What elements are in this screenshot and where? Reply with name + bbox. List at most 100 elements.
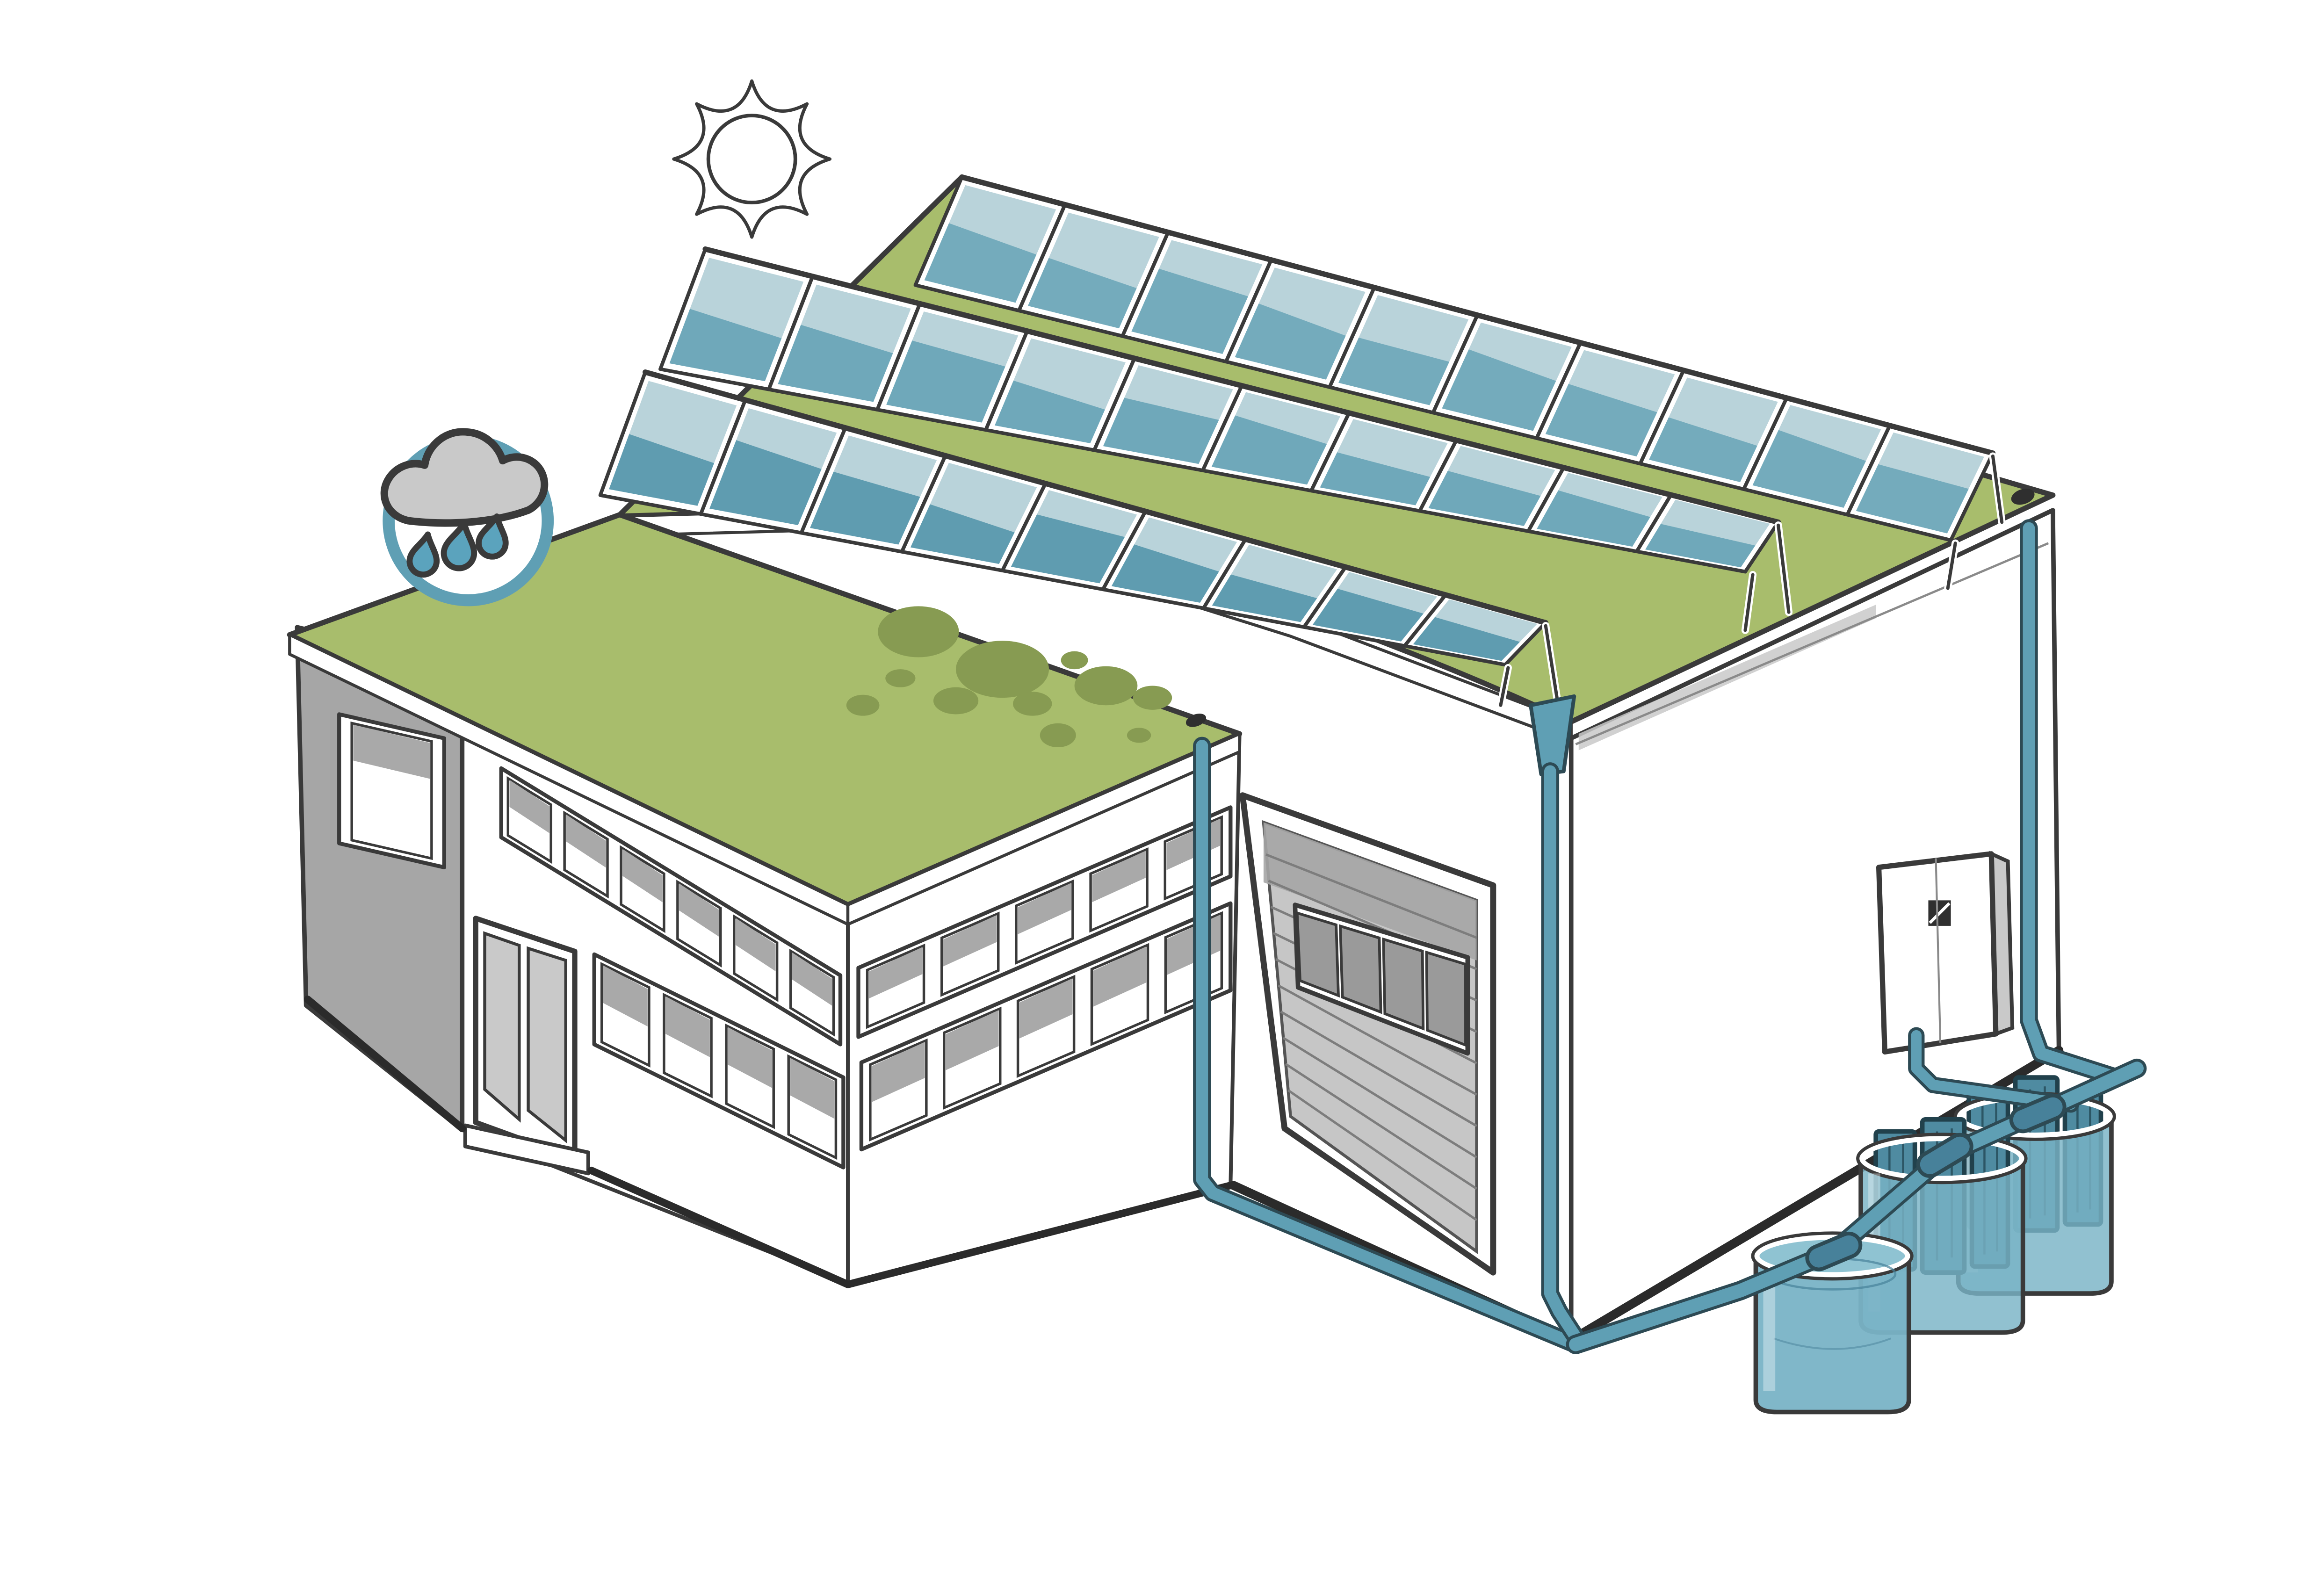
roof-shadow-sliver <box>1578 605 1876 751</box>
window-pane-shade <box>509 780 549 833</box>
moss-spot <box>1133 686 1172 710</box>
panel-glass-shade <box>1752 430 1866 508</box>
rain-cloud-icon <box>380 428 554 607</box>
window-pane-shade <box>945 1010 999 1070</box>
window-pane-shade <box>735 918 776 971</box>
office-downpipe <box>1196 739 1582 1351</box>
window-pane-shade <box>1092 851 1146 903</box>
panel-glass-shade <box>1856 464 1969 534</box>
moss-spot <box>1013 692 1052 716</box>
door-leaf-right <box>527 946 567 1144</box>
sun-icon <box>672 79 832 239</box>
panel-glass-shade <box>924 223 1037 303</box>
window-pane-shade <box>1019 978 1073 1039</box>
sun-core <box>706 114 797 205</box>
moss-spot <box>1061 651 1088 670</box>
panel-glass-shade <box>911 504 1015 564</box>
panel-glass-shade <box>1011 514 1125 584</box>
moss-spot <box>956 641 1049 698</box>
door-leaf-left <box>483 931 521 1123</box>
garage-slat <box>1278 984 1477 1096</box>
panel-struts <box>1496 452 2006 709</box>
panel-glass-shade <box>1413 617 1520 661</box>
factory-corner-downpipe <box>1544 765 1585 1348</box>
window-band-frame <box>592 952 846 1170</box>
panel-glass-shade <box>1235 303 1346 380</box>
tank-highlight <box>1763 1271 1776 1391</box>
window-pane-shade <box>790 1058 835 1119</box>
panel-glass-shade <box>1312 589 1424 642</box>
panel-glass-shade <box>1103 397 1219 464</box>
panel-glass-shade <box>1442 349 1556 431</box>
panel-row-rail <box>702 246 1781 525</box>
garage-slat <box>1285 1063 1477 1190</box>
window-pane-shade <box>728 1027 773 1088</box>
office-side-window <box>337 712 447 869</box>
solar-panel-rows <box>598 174 1996 667</box>
factory-roof <box>598 174 2056 743</box>
cloud-icon <box>380 428 549 527</box>
window-band <box>337 712 447 869</box>
panel-glass-shade <box>1211 415 1327 485</box>
pipe-fitting <box>1809 1235 1859 1268</box>
moss-spot <box>1127 728 1151 743</box>
moss-spot <box>933 687 979 715</box>
window-pane-shade <box>603 965 648 1027</box>
panel-glass-shade <box>1428 470 1541 526</box>
wall-unit-logo-stripe <box>1929 902 1951 924</box>
solar-row <box>598 369 1548 667</box>
rain-drop <box>406 531 440 578</box>
window-pane-shade <box>872 1042 925 1102</box>
panel-glass-shade <box>1111 544 1219 603</box>
garage-slat <box>1287 1089 1478 1221</box>
panel-glass-shade <box>1645 524 1756 568</box>
panel-glass-shade <box>1131 268 1248 354</box>
panel-glass-shade <box>810 471 920 545</box>
solar-row <box>658 246 1781 574</box>
right-corner-downpipe <box>2023 522 2122 1083</box>
moss-spot <box>846 694 880 716</box>
factory-roof-drain <box>2011 488 2035 505</box>
wall-unit-pipe <box>1911 1030 2076 1110</box>
moss-spot <box>1074 666 1138 706</box>
window-pane-shade <box>353 724 430 779</box>
garage-window-pane <box>1295 911 1340 998</box>
wall-unit-seam <box>1935 858 1942 1043</box>
moss-spot <box>1040 723 1076 748</box>
window-pane-shade <box>665 996 710 1057</box>
water-sketch-line <box>1773 1337 1891 1350</box>
solar-row <box>913 174 1996 542</box>
panel-strut <box>1544 624 1560 704</box>
garage-shutter-window <box>1293 903 1470 1056</box>
wall-sketch-line <box>1575 542 2049 745</box>
panel-row-rail <box>959 174 1996 456</box>
door-step <box>463 1123 590 1176</box>
panel-glass-shade <box>669 309 782 382</box>
window-pane-shade <box>679 883 719 937</box>
moss-spots <box>846 606 1172 748</box>
office-building <box>287 512 1243 1285</box>
moss-spot <box>878 606 959 657</box>
panel-glass-shade <box>1028 258 1137 329</box>
moss-spot <box>885 669 916 687</box>
wall-unit <box>1876 851 2015 1055</box>
panel-glass-shade <box>1338 338 1450 405</box>
garage-slat <box>1282 1037 1477 1159</box>
panel-strut <box>1991 454 2004 524</box>
garage-slat <box>1280 1011 1477 1127</box>
panel-glass-shade <box>609 434 715 506</box>
garage-slat <box>1265 853 1477 939</box>
panel-glass-shade <box>1649 417 1757 482</box>
window-pane-shade <box>792 952 832 1006</box>
panel-strut <box>1777 523 1791 614</box>
garage-door <box>1239 792 1496 1276</box>
panel-strut <box>1499 666 1510 707</box>
ground-line <box>587 1166 1235 1288</box>
rain-drops <box>406 513 509 578</box>
panel-glass-shade <box>709 440 822 526</box>
office-roof-fascia-corner <box>846 732 1241 926</box>
rain-drop <box>476 513 509 560</box>
roof-hopper <box>1529 694 1576 776</box>
